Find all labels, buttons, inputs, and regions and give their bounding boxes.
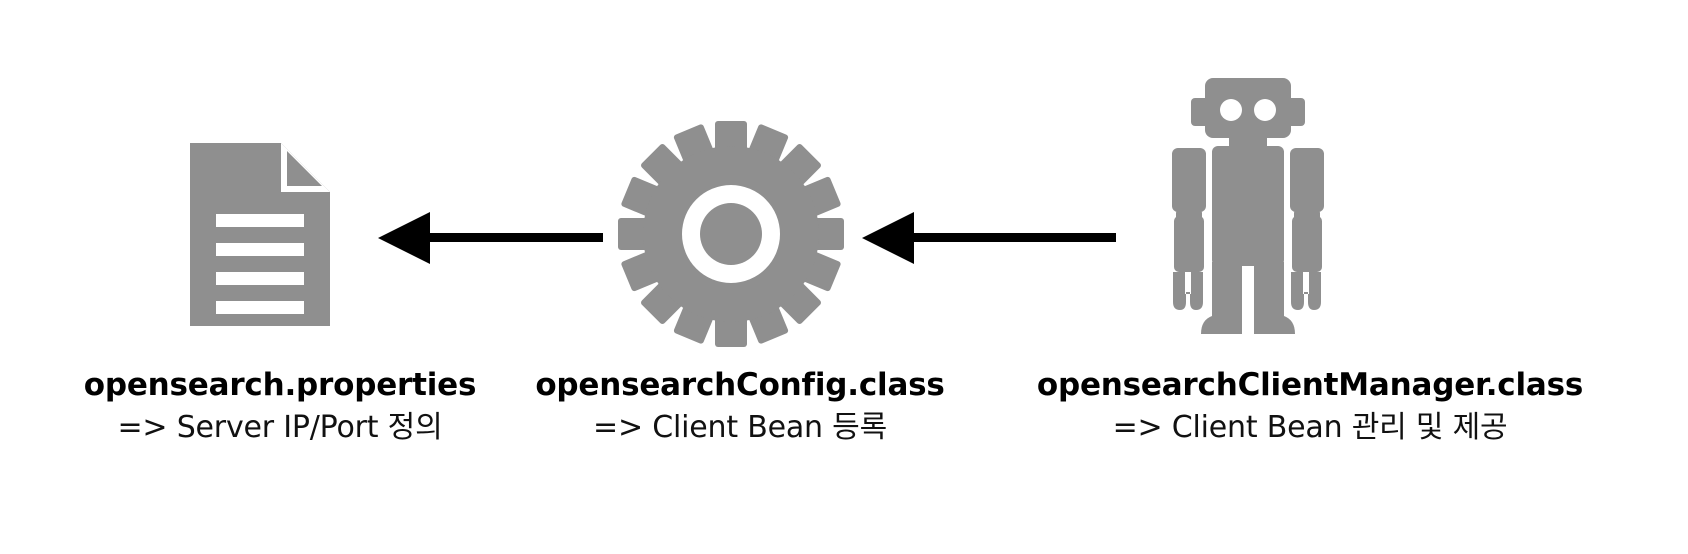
caption-properties-subtitle: => Server IP/Port 정의 (117, 410, 443, 446)
arrow-left-manager-to-config (862, 212, 1116, 264)
caption-properties-title: opensearch.properties (83, 367, 477, 403)
gear-icon (618, 121, 844, 347)
caption-manager: opensearchClientManager.class => Client … (930, 366, 1688, 447)
caption-config-title: opensearchConfig.class (535, 367, 945, 403)
caption-manager-subtitle: => Client Bean 관리 및 제공 (1112, 410, 1508, 446)
arrow-left-config-to-properties (378, 212, 603, 264)
robot-icon (1155, 70, 1341, 334)
caption-manager-title: opensearchClientManager.class (1036, 367, 1584, 403)
caption-properties: opensearch.properties => Server IP/Port … (0, 366, 560, 447)
caption-config: opensearchConfig.class => Client Bean 등록 (430, 366, 1050, 447)
document-icon (190, 143, 330, 326)
caption-config-subtitle: => Client Bean 등록 (593, 410, 887, 446)
